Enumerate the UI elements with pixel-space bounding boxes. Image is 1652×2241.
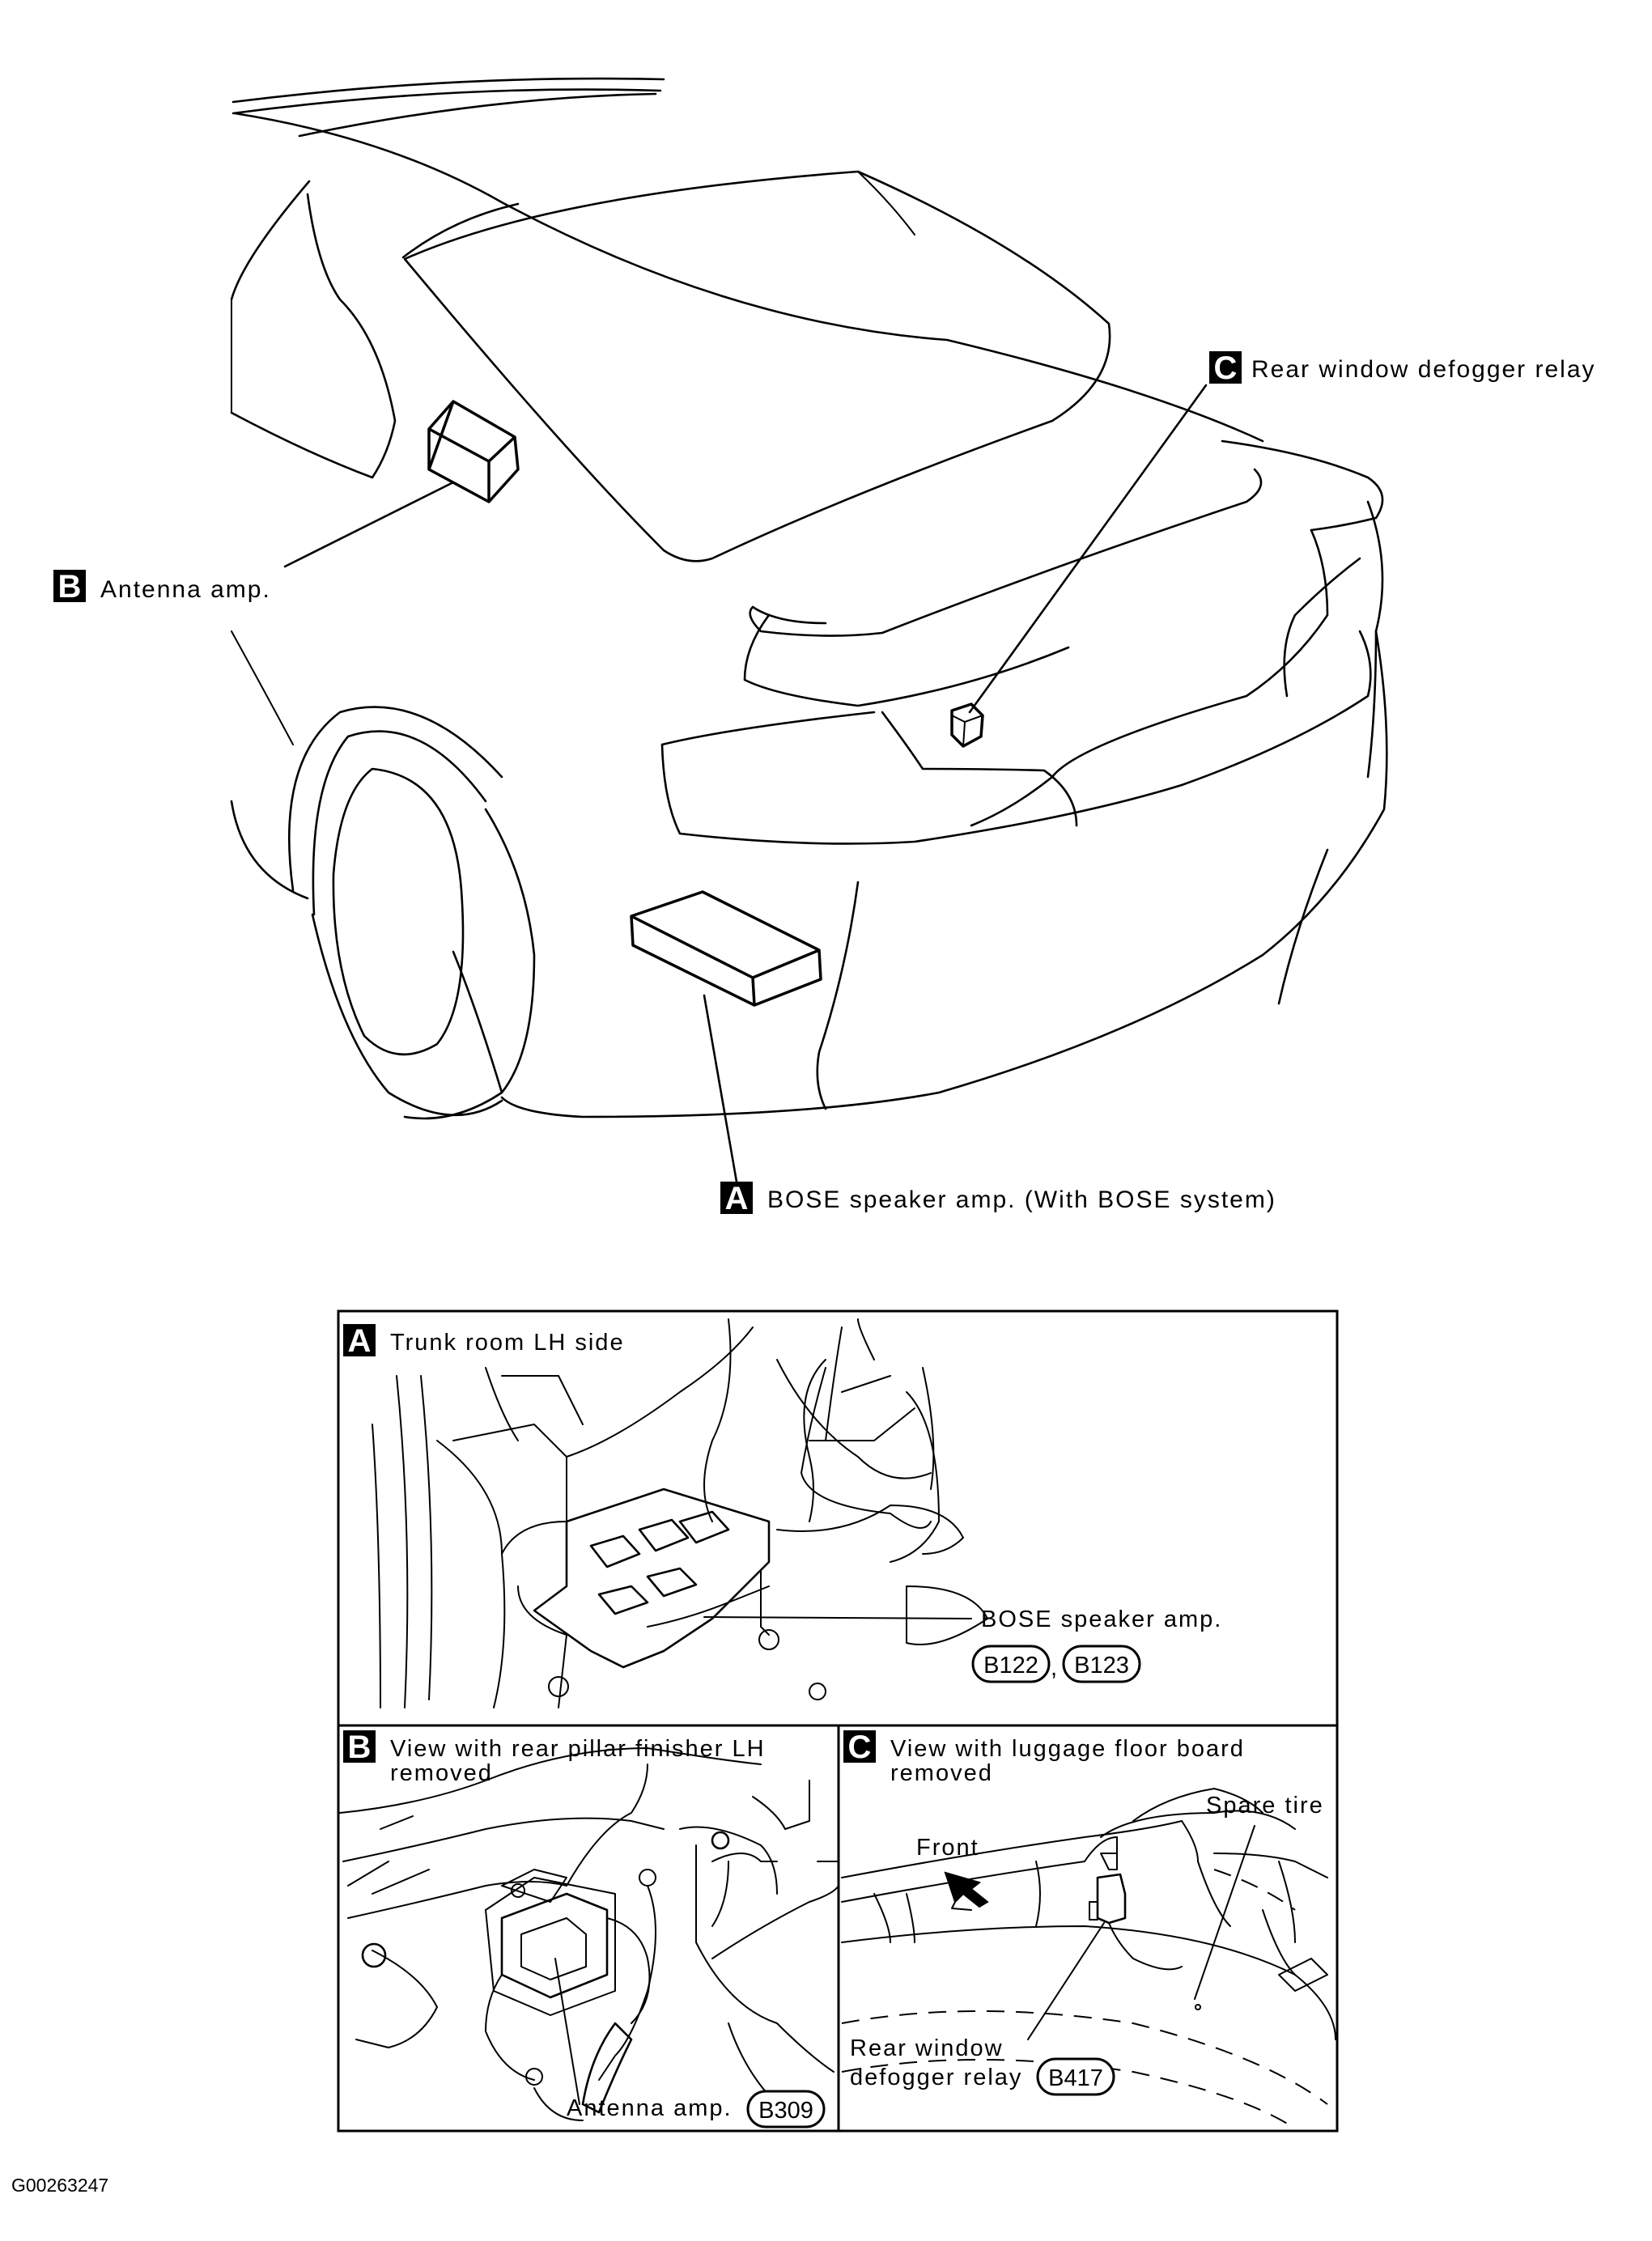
panel-a-title: Trunk room LH side [390, 1330, 625, 1356]
panel-c-spare-tire-label: Spare tire [1206, 1793, 1324, 1819]
panel-a-part-label: BOSE speaker amp. [981, 1606, 1222, 1632]
panel-b-tag-text: B [348, 1730, 372, 1765]
panel-b-title-line1: View with rear pillar finisher LH [390, 1736, 766, 1762]
panel-c-drawing [841, 1788, 1336, 2129]
callout-label-c: Rear window defogger relay [1251, 356, 1596, 383]
panel-b-title-line2: removed [390, 1760, 493, 1786]
panel-c-front-label: Front [916, 1835, 979, 1861]
figure-code: G00263247 [11, 2175, 108, 2196]
panel-c-title-line1: View with luggage floor board [890, 1736, 1245, 1762]
antenna-amp-illustration [427, 400, 520, 503]
callout-tag-b [53, 570, 86, 602]
callout-label-a: BOSE speaker amp. (With BOSE system) [767, 1186, 1276, 1213]
callout-tag-a-text: A [725, 1181, 749, 1216]
callout-tag-c [1209, 351, 1242, 384]
panel-a-tag [343, 1324, 376, 1356]
panel-a: A Trunk room LH side BOSE speaker amp. B… [343, 1318, 1222, 1708]
defogger-relay-illustration [950, 702, 984, 748]
connector-b309: B309 [746, 2090, 826, 2129]
panel-b-part-label: Antenna amp. [567, 2095, 733, 2121]
connector-b123-text: B123 [1074, 1653, 1129, 1679]
panel-c-tag [843, 1730, 876, 1763]
callout-c: C Rear window defogger relay [1209, 350, 1596, 386]
panel-c-leader-line-spare-tire [1194, 1825, 1255, 2000]
bose-amp-illustration [630, 890, 822, 1007]
connector-b417: B417 [1036, 2057, 1115, 2096]
panel-c-leader-line-relay [1027, 1922, 1105, 2040]
panel-c-tag-text: C [848, 1730, 872, 1765]
leader-line-b [283, 481, 455, 568]
callout-tag-b-text: B [58, 569, 82, 605]
panel-c: C View with luggage floor board removed … [841, 1730, 1336, 2129]
panel-c-title-line2: removed [890, 1760, 993, 1786]
panel-b-leader-line [554, 1958, 580, 2105]
callout-tag-a [720, 1182, 753, 1214]
connector-b122-text: B122 [983, 1653, 1038, 1679]
car-rear-view-illustration [230, 77, 1388, 1120]
connector-separator: , [1051, 1655, 1057, 1681]
panel-b-drawing [339, 1747, 839, 2121]
connector-b417-text: B417 [1048, 2065, 1103, 2091]
panel-c-part-label-line2: defogger relay [850, 2065, 1022, 2090]
connector-b123: B123 [1062, 1645, 1141, 1683]
callout-a: A BOSE speaker amp. (With BOSE system) [720, 1181, 1276, 1216]
callout-label-b: Antenna amp. [100, 576, 271, 603]
callout-tag-c-text: C [1214, 350, 1238, 386]
leader-line-c [968, 384, 1208, 714]
panel-a-leader-line [703, 1616, 972, 1619]
connector-b309-text: B309 [758, 2098, 813, 2124]
connector-b122: B122 [971, 1645, 1051, 1683]
callout-b: B Antenna amp. [53, 569, 271, 605]
panel-b: B View with rear pillar finisher LH remo… [339, 1730, 839, 2129]
panel-c-part-label-line1: Rear window [850, 2035, 1004, 2061]
leader-line-a [703, 994, 738, 1183]
panel-a-tag-text: A [348, 1323, 372, 1359]
panel-a-drawing [372, 1318, 988, 1708]
panel-b-tag [343, 1730, 376, 1763]
